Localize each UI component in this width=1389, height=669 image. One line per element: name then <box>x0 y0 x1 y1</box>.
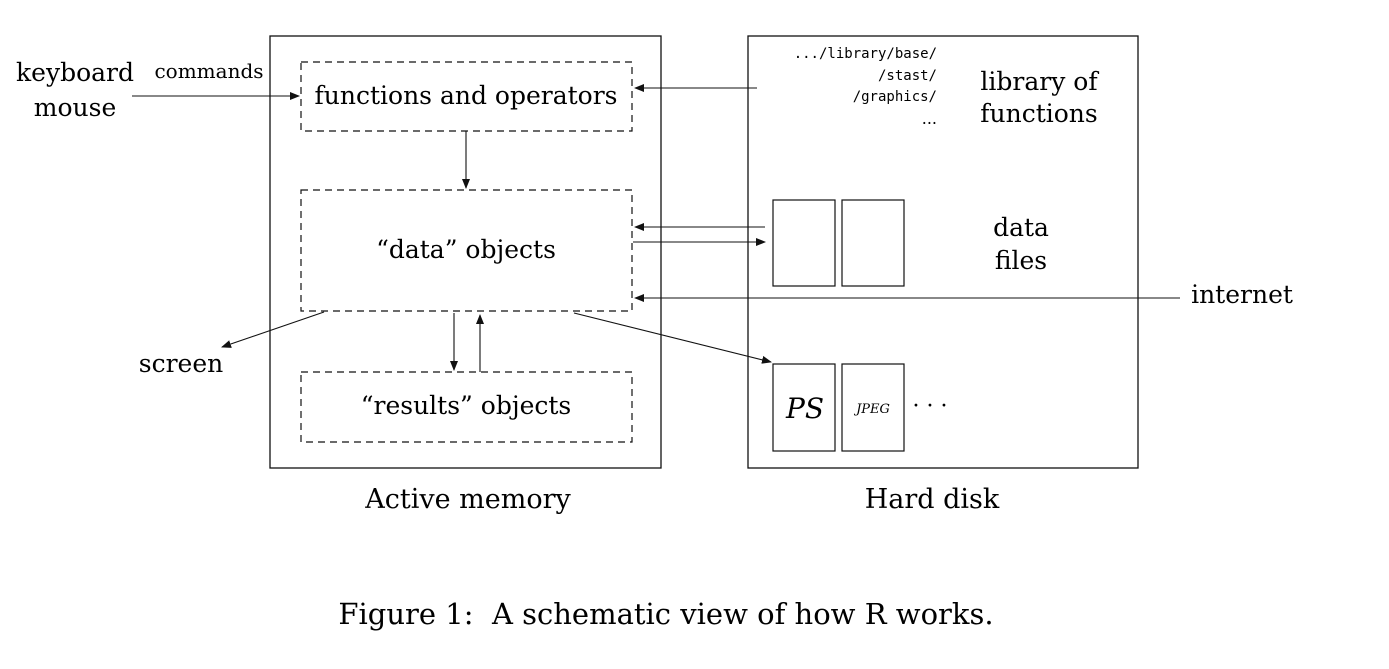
functions-box-label: functions and operators <box>315 81 618 110</box>
results-objects-box <box>300 371 633 443</box>
jpeg-file-box <box>841 363 905 452</box>
hard-disk-label: Hard disk <box>865 484 1000 515</box>
library-path-2: /stast/ <box>878 68 937 84</box>
data-objects-box <box>300 189 633 312</box>
results-objects-label: “results” objects <box>361 391 572 420</box>
internet-label: internet <box>1191 280 1293 309</box>
library-path-4: ... <box>922 109 937 128</box>
library-path-3: /graphics/ <box>853 89 937 105</box>
library-label-line1: library of <box>980 67 1099 96</box>
data-files-line1: data <box>993 213 1049 242</box>
commands-label: commands <box>154 59 263 83</box>
ps-label: PS <box>785 392 824 425</box>
data-file-1 <box>772 199 836 287</box>
ps-file-box <box>772 363 836 452</box>
active-memory-box <box>269 35 662 469</box>
active-memory-label: Active memory <box>364 484 571 515</box>
library-label-line2: functions <box>980 99 1097 128</box>
figure-caption: Figure 1: A schematic view of how R work… <box>338 597 993 631</box>
library-path-1: .../library/base/ <box>794 46 937 62</box>
arrow-data-to-graphics <box>573 312 772 364</box>
arrow-data-to-screen <box>221 311 325 348</box>
data-files-line2: files <box>995 246 1047 275</box>
hard-disk-box <box>747 35 1139 469</box>
jpeg-label: JPEG <box>853 402 890 417</box>
data-file-2 <box>841 199 905 287</box>
keyboard-label: keyboard <box>16 58 134 87</box>
data-objects-label: “data” objects <box>376 235 556 264</box>
more-formats: · · · <box>913 394 948 419</box>
screen-label: screen <box>139 349 223 378</box>
mouse-label: mouse <box>34 93 116 122</box>
